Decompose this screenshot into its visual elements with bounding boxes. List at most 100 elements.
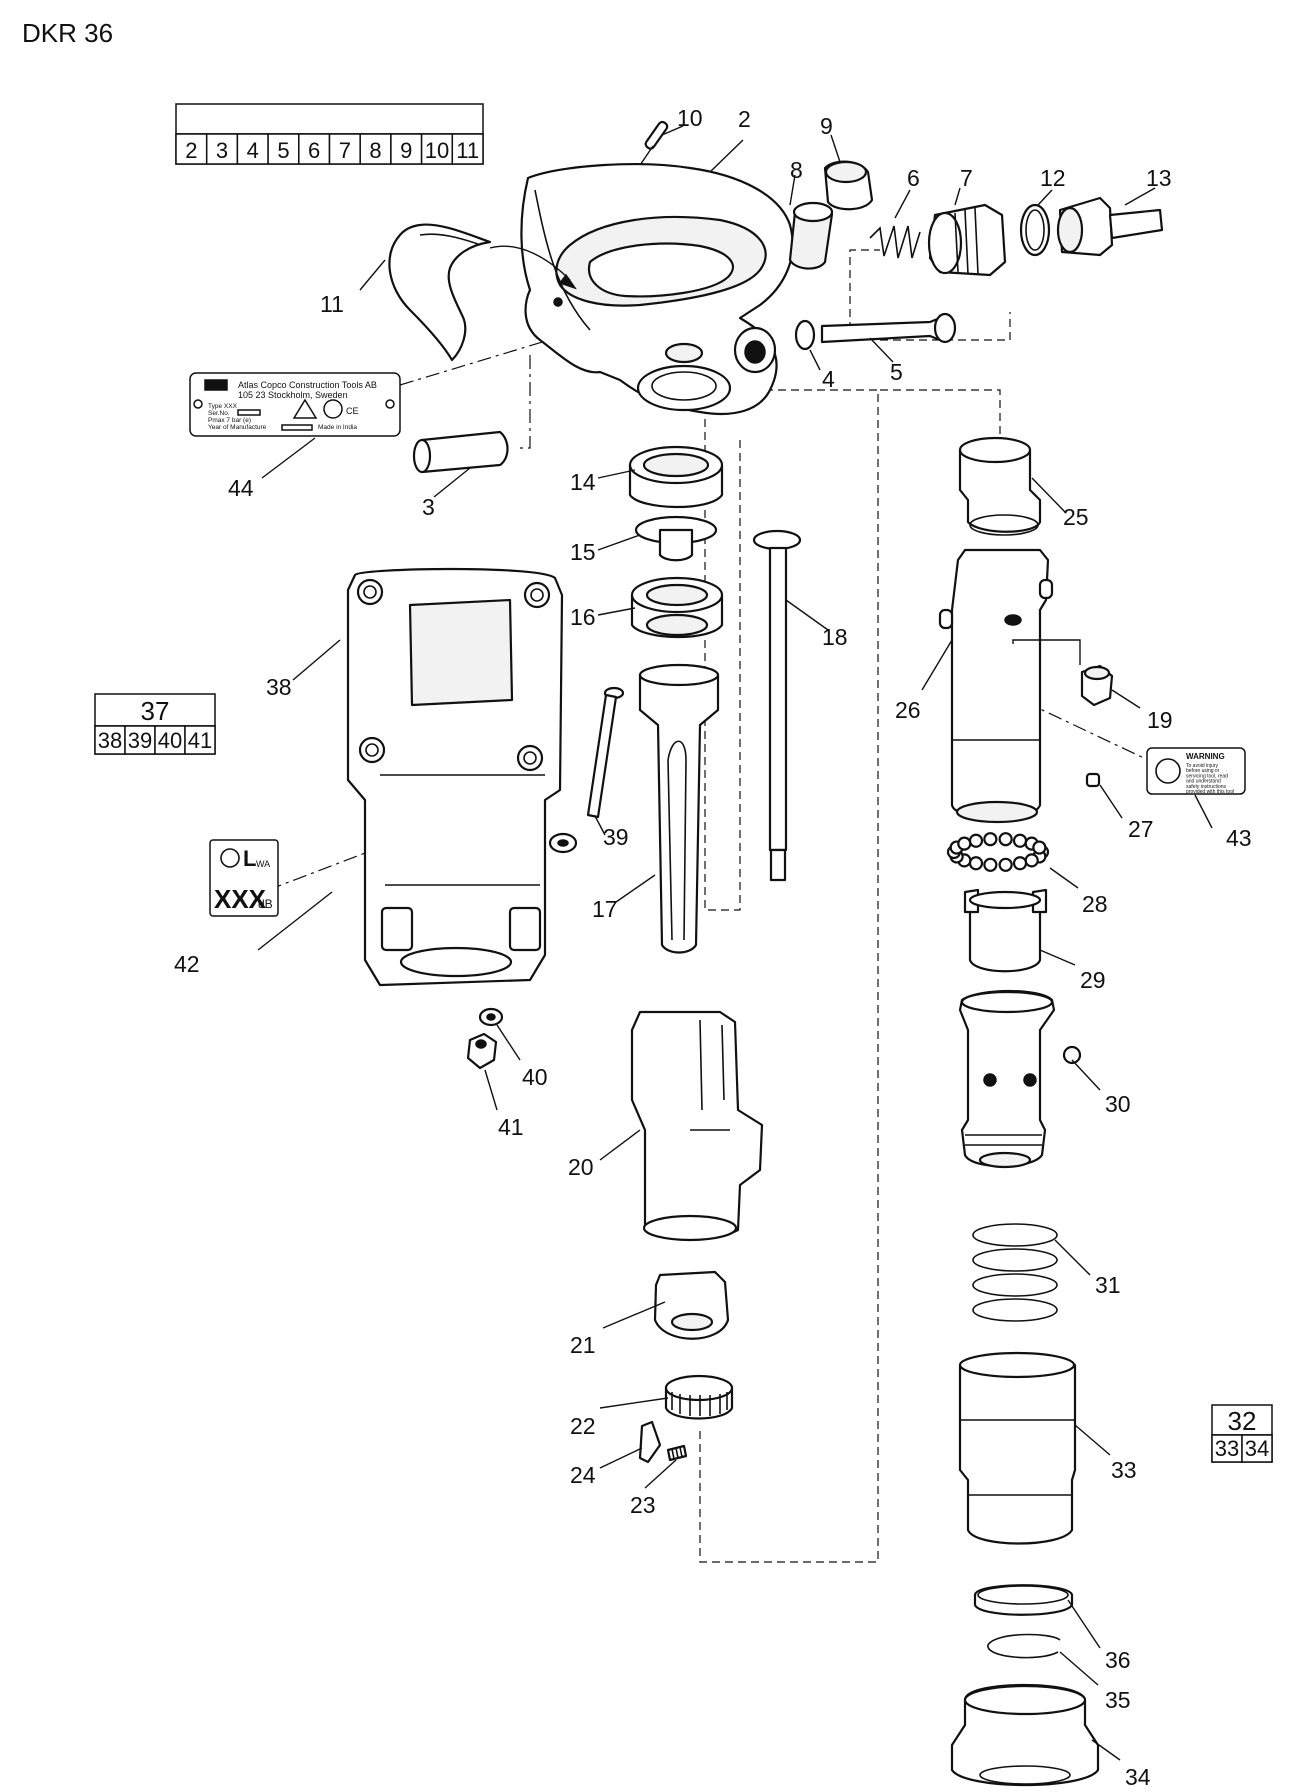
part-9-plug [823,160,874,211]
part-24-latch [638,1420,662,1464]
kit-cell-label: 10 [425,138,449,163]
ball [1012,856,1028,871]
ball [983,857,998,872]
part-41-nut [466,1032,498,1070]
plate43-line: provided with this tool [1186,789,1234,795]
label-31: 31 [1095,1272,1121,1298]
plate44-line-4: Ser.No. [208,410,230,417]
plate43-line: To avoid injury [1186,763,1218,769]
kit-cell [184,725,216,755]
label-24: 24 [570,1462,596,1488]
kit-cell [420,133,454,165]
kit-32-header: 32 [1228,1406,1257,1436]
label-14: 14 [570,469,596,495]
ball [968,856,984,871]
part-11-lever [388,223,577,362]
label-23: 23 [630,1492,656,1518]
part-39-bolt [548,686,625,854]
part-29-sleeve [963,888,1048,973]
part-3-sleeve [412,430,509,474]
label-42: 42 [174,951,200,977]
label-7: 7 [960,165,973,191]
kit-cell-label: 38 [98,728,122,753]
label-36: 36 [1105,1647,1131,1673]
label-17: 17 [592,896,618,922]
kit-cell-label: 40 [158,728,182,753]
kit-cell [359,133,392,165]
label-11: 11 [320,291,344,317]
plate44-line-3: Type XXX [208,403,238,410]
kit-cell-label: 8 [369,138,381,163]
ball [998,832,1013,847]
plate-44-data-plate: Atlas Copco Construction Tools AB 105 23… [189,372,401,437]
kit-cell-label: 7 [339,138,351,163]
label-2: 2 [738,106,751,132]
part-19-nut [1012,639,1114,707]
label-27: 27 [1128,816,1154,842]
ce-mark: CE [346,406,359,416]
label-3: 3 [422,494,435,520]
label-5: 5 [890,359,903,385]
part-7-nipple [927,203,1007,277]
part-12-ring [1019,203,1051,257]
label-29: 29 [1080,967,1106,993]
kit-cell-label: 4 [247,138,259,163]
part-14-cylinder-head [628,445,724,509]
part-33-buffer [958,1351,1077,1545]
label-44: 44 [228,475,254,501]
part-21-chuck [653,1270,730,1340]
part-6-spring [869,225,921,259]
label-12: 12 [1040,165,1066,191]
kit-cell-label: 41 [188,728,212,753]
label-35: 35 [1105,1687,1131,1713]
part-4-oring [794,319,816,351]
label-26: 26 [895,697,921,723]
label-28: 28 [1082,891,1108,917]
part-15-valve [634,515,718,562]
kit-cell-label: 33 [1215,1436,1239,1461]
label-8: 8 [790,157,803,183]
ball [957,836,972,851]
label-43: 43 [1226,825,1252,851]
kit-cell-label: 3 [216,138,228,163]
part-5-rod [820,312,957,344]
label-22: 22 [570,1413,596,1439]
part-22-gear [664,1374,734,1420]
part-31-spring [972,1223,1058,1322]
kit-cell-label: 9 [400,138,412,163]
kit-cell [154,725,186,755]
plate43-heading: WARNING [1186,752,1225,761]
ball [998,857,1013,872]
part-2-handle [520,163,794,416]
kit-cell [328,133,361,165]
ball [1032,840,1047,855]
plate43-line: and understand [1186,779,1221,785]
plate-42-noise-label: L WA XXX dB [209,839,279,917]
part-17-piston [638,663,720,954]
label-19: 19 [1147,707,1173,733]
plate44-line-7: Made in India [318,424,357,431]
kit-cell [1211,1434,1243,1463]
kit-cell-label: 6 [308,138,320,163]
part-25-cap [958,436,1042,536]
plate44-line-1: Atlas Copco Construction Tools AB [238,380,377,390]
kit-cell [205,133,239,165]
plate42-sub: WA [256,859,270,869]
part-40-washer [478,1007,504,1027]
plate42-value: XXX [214,884,267,914]
label-13: 13 [1146,165,1172,191]
label-39: 39 [603,824,629,850]
label-21: 21 [570,1332,596,1358]
kit-cell-label: 5 [277,138,289,163]
kit-cell [267,133,300,165]
part-labels: 2 3 4 5 6 7 8 9 10 11 12 13 14 15 16 17 … [174,105,1252,1790]
ball [968,833,984,848]
ball [1012,833,1028,848]
part-23-spring [666,1444,688,1462]
label-16: 16 [570,604,596,630]
label-40: 40 [522,1064,548,1090]
